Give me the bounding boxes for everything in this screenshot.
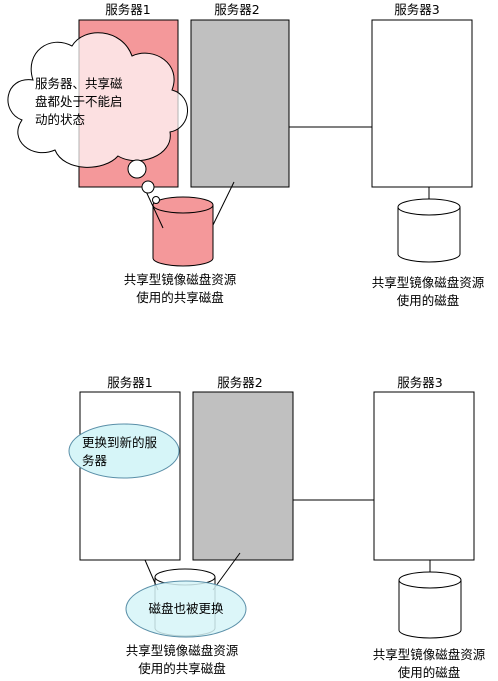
- bottom-server1-label: 服务器1: [107, 375, 152, 390]
- top-own-disk-label-line2: 使用的磁盘: [397, 293, 460, 308]
- bottom-shared-disk-label-line2: 使用的共享磁盘: [138, 661, 226, 676]
- bottom-server2-box: [192, 391, 294, 561]
- top-own-disk-label-line1: 共享型镜像磁盘资源: [372, 275, 485, 290]
- cloud-text-line2: 盘都处于不能启: [35, 94, 123, 109]
- top-server1-label: 服务器1: [105, 2, 150, 17]
- replace-server-text-line1: 更换到新的服: [82, 435, 158, 450]
- top-server3-box: [371, 19, 473, 188]
- bottom-own-disk-label-line1: 共享型镜像磁盘资源: [373, 647, 486, 662]
- bottom-server3-disk: [398, 571, 462, 639]
- top-server3-disk: [397, 198, 461, 263]
- replace-server-text-line2: 务器: [82, 453, 108, 468]
- replace-server-callout: [68, 423, 180, 479]
- top-shared-disk-label-line1: 共享型镜像磁盘资源: [124, 272, 237, 287]
- bottom-shared-disk-label-line1: 共享型镜像磁盘资源: [126, 643, 239, 658]
- top-shared-disk: [152, 196, 214, 267]
- replace-disk-text: 磁盘也被更换: [148, 601, 224, 616]
- replace-disk-callout: [125, 580, 247, 638]
- top-server2-label: 服务器2: [214, 2, 259, 17]
- top-shared-disk-label-line2: 使用的共享磁盘: [136, 290, 224, 305]
- bottom-server2-label: 服务器2: [217, 375, 262, 390]
- top-server2-box: [190, 19, 290, 188]
- bottom-own-disk-label-line2: 使用的磁盘: [398, 665, 461, 680]
- top-server1-disk-link: [143, 186, 164, 229]
- bottom-server2-disk-link: [212, 552, 241, 591]
- top-server3-label: 服务器3: [394, 2, 439, 17]
- cloud-text-line3: 动的状态: [35, 112, 85, 127]
- cloud-text-line1: 服务器、共享磁: [35, 76, 123, 91]
- bottom-server3-box: [373, 391, 475, 561]
- top-server2-disk-link: [212, 181, 235, 226]
- top-thought-cloud: [7, 32, 188, 204]
- bottom-server3-label: 服务器3: [397, 375, 442, 390]
